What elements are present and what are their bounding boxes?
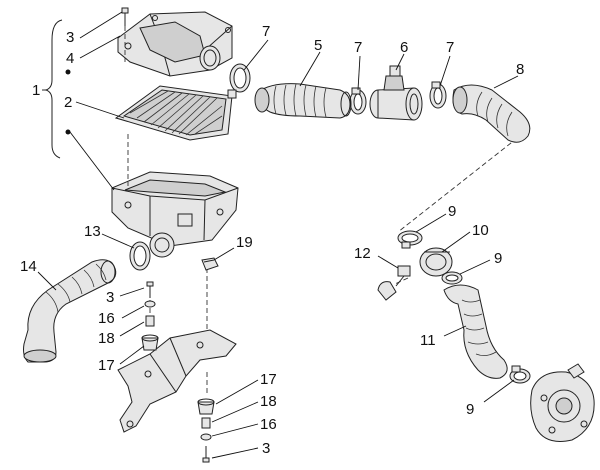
- callout-16-left: 16: [98, 310, 115, 327]
- callout-7-middle: 7: [354, 39, 362, 56]
- hardware-stack-left: [141, 281, 159, 351]
- callout-9-top: 9: [448, 203, 456, 220]
- callout-4: 4: [66, 50, 74, 67]
- sensor-12: [377, 265, 411, 301]
- callout-1: 1: [32, 82, 40, 99]
- callout-7-left: 7: [262, 23, 270, 40]
- hose-8: [452, 84, 531, 143]
- callout-12: 12: [354, 245, 371, 262]
- callout-9-bottom: 9: [466, 401, 474, 418]
- callout-18-left: 18: [98, 330, 115, 347]
- callout-3-bottom: 3: [262, 440, 270, 457]
- clamp-9-top: [397, 230, 423, 249]
- airbox-cover: [117, 11, 233, 77]
- assembly-bracket: [42, 19, 71, 159]
- callout-2: 2: [64, 94, 72, 111]
- callout-17-left: 17: [98, 357, 115, 374]
- hose-14: [23, 259, 117, 363]
- callout-11: 11: [420, 332, 436, 349]
- callout-13: 13: [84, 223, 101, 240]
- callout-8: 8: [516, 61, 524, 78]
- callout-3-middle: 3: [106, 289, 114, 306]
- callout-6: 6: [400, 39, 408, 56]
- callout-18-right: 18: [260, 393, 277, 410]
- seal-ring-13: [129, 241, 151, 271]
- callout-19: 19: [236, 234, 253, 251]
- air-filter-element: [114, 85, 233, 141]
- clamp-7-right: [429, 81, 447, 109]
- leader-lines: [37, 11, 519, 459]
- clamp-7-middle: [349, 87, 367, 115]
- mounting-bracket: [117, 329, 237, 433]
- clamp-9-middle: [441, 271, 463, 285]
- callout-17-right: 17: [260, 371, 277, 388]
- callout-16-right: 16: [260, 416, 277, 433]
- hardware-stack-right: [197, 398, 215, 463]
- hose-11: [443, 284, 508, 379]
- callout-14: 14: [20, 258, 37, 275]
- callout-3-top: 3: [66, 29, 74, 46]
- callout-9-middle: 9: [494, 250, 502, 267]
- airflow-sensor-6: [369, 65, 423, 121]
- hose-5: [254, 83, 352, 119]
- callout-5: 5: [314, 37, 322, 54]
- callout-7-right: 7: [446, 39, 454, 56]
- clamp-7-left: [227, 63, 251, 99]
- clip-19: [201, 257, 219, 271]
- clamp-9-bottom: [509, 365, 531, 384]
- airbox-bottom: [111, 171, 239, 258]
- throttle-body-10: [419, 247, 453, 277]
- callout-labels: 3 4 1 2 7 5 7 6 7 8 9 10 12 9 11 9 13 19…: [20, 23, 524, 457]
- screw-3-top: [121, 7, 129, 26]
- turbo-housing: [530, 363, 595, 442]
- callout-10: 10: [472, 222, 489, 239]
